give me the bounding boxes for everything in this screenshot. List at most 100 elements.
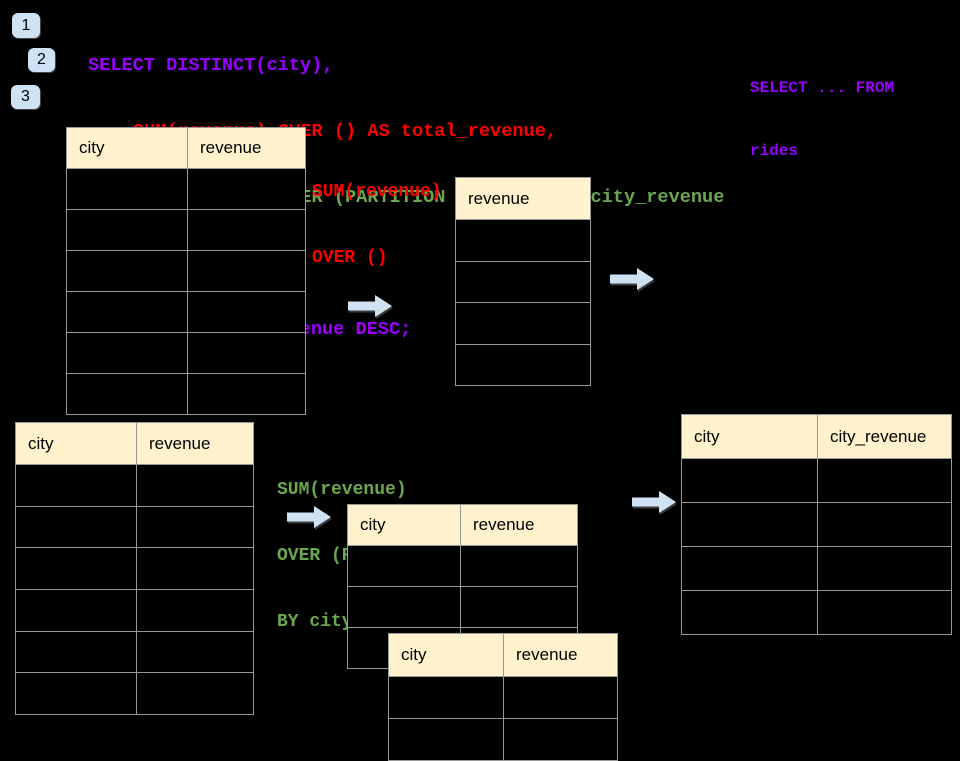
table-cell xyxy=(137,589,253,631)
table-cell xyxy=(389,676,504,718)
table-cell xyxy=(16,589,137,631)
table-cell xyxy=(456,219,590,261)
step-2-badge: 2 xyxy=(28,48,55,72)
table-cell xyxy=(348,586,461,627)
table-cell xyxy=(16,630,137,673)
table-row xyxy=(389,718,617,760)
table-cell xyxy=(137,630,253,673)
flow-arrow-right-icon xyxy=(348,295,392,317)
side-note-line: rides xyxy=(750,142,799,160)
step-3-badge: 3 xyxy=(11,85,40,109)
select-from-rides-note: SELECT ... FROM rides xyxy=(750,36,894,204)
table-row xyxy=(16,672,253,715)
table-cell xyxy=(682,502,818,546)
table-row xyxy=(16,505,253,548)
table-header-row: revenue xyxy=(456,178,590,219)
table-cell xyxy=(67,209,188,250)
table-cell xyxy=(67,168,188,209)
flow-arrow-right-icon xyxy=(632,491,676,513)
table-cell xyxy=(682,546,818,590)
table-row xyxy=(16,589,253,631)
column-header: revenue xyxy=(188,128,305,168)
table-cell xyxy=(16,672,137,715)
table-cell xyxy=(67,332,188,373)
annotation-line: OVER () xyxy=(312,248,388,268)
table-cell xyxy=(16,464,137,506)
table-cell xyxy=(188,209,305,250)
column-header: revenue xyxy=(456,178,590,219)
table-row xyxy=(682,546,951,590)
table-row xyxy=(67,209,305,250)
table-row xyxy=(67,332,305,373)
column-header: revenue xyxy=(137,423,253,464)
table-cell xyxy=(188,373,305,414)
table-row xyxy=(16,547,253,590)
side-note-line: SELECT ... FROM xyxy=(750,79,895,97)
table-row xyxy=(389,676,617,718)
column-header: city xyxy=(67,128,188,168)
table-row xyxy=(456,219,590,261)
step-1-badge: 1 xyxy=(12,13,40,38)
column-header: city xyxy=(682,415,818,458)
flow-arrow-right-icon xyxy=(287,506,331,528)
table-cell xyxy=(188,332,305,373)
column-header: city xyxy=(389,634,504,676)
total-revenue-annotation: SUM(revenue) OVER () xyxy=(312,137,442,313)
table-cell xyxy=(137,464,253,506)
table-row xyxy=(682,590,951,634)
table-cell xyxy=(348,545,461,586)
column-header: city xyxy=(16,423,137,464)
table-row xyxy=(67,291,305,332)
annotation-line: SUM(revenue) xyxy=(277,480,407,500)
table-cell xyxy=(456,343,590,385)
annotation-line: SUM(revenue) xyxy=(312,182,442,202)
table-row xyxy=(682,502,951,546)
table-cell xyxy=(818,502,951,546)
table-cell xyxy=(456,302,590,344)
table-row xyxy=(67,168,305,209)
table-row xyxy=(348,545,577,586)
table-row xyxy=(682,458,951,502)
sql-window-function-diagram: 1 2 3 SELECT DISTINCT(city), SUM(revenue… xyxy=(11,13,952,761)
table-row xyxy=(16,630,253,673)
table-cell xyxy=(137,505,253,548)
table-row xyxy=(16,464,253,506)
table-cell xyxy=(818,546,951,590)
table-cell xyxy=(389,718,504,760)
column-header: revenue xyxy=(461,505,577,545)
table-row xyxy=(456,260,590,302)
table-cell xyxy=(682,458,818,502)
flow-arrow-right-icon xyxy=(610,268,654,290)
table-cell xyxy=(682,590,818,634)
code-line-select: SELECT DISTINCT(city), xyxy=(88,55,334,76)
table-cell xyxy=(504,718,617,760)
table-cell xyxy=(16,547,137,590)
column-header: city xyxy=(348,505,461,545)
table-cell xyxy=(818,590,951,634)
table-cell xyxy=(137,672,253,715)
table-cell xyxy=(67,291,188,332)
table-cell xyxy=(504,676,617,718)
table-row xyxy=(67,250,305,291)
column-header: revenue xyxy=(504,634,617,676)
table-revenue-only: revenue xyxy=(455,177,591,386)
table-cell xyxy=(456,260,590,302)
table-cell xyxy=(137,547,253,590)
table-cell xyxy=(188,168,305,209)
table-cell xyxy=(188,250,305,291)
table-cell xyxy=(818,458,951,502)
table-cell xyxy=(461,545,577,586)
table-row xyxy=(456,302,590,344)
column-header: city_revenue xyxy=(818,415,951,458)
table-row xyxy=(456,343,590,385)
table-cell xyxy=(67,250,188,291)
